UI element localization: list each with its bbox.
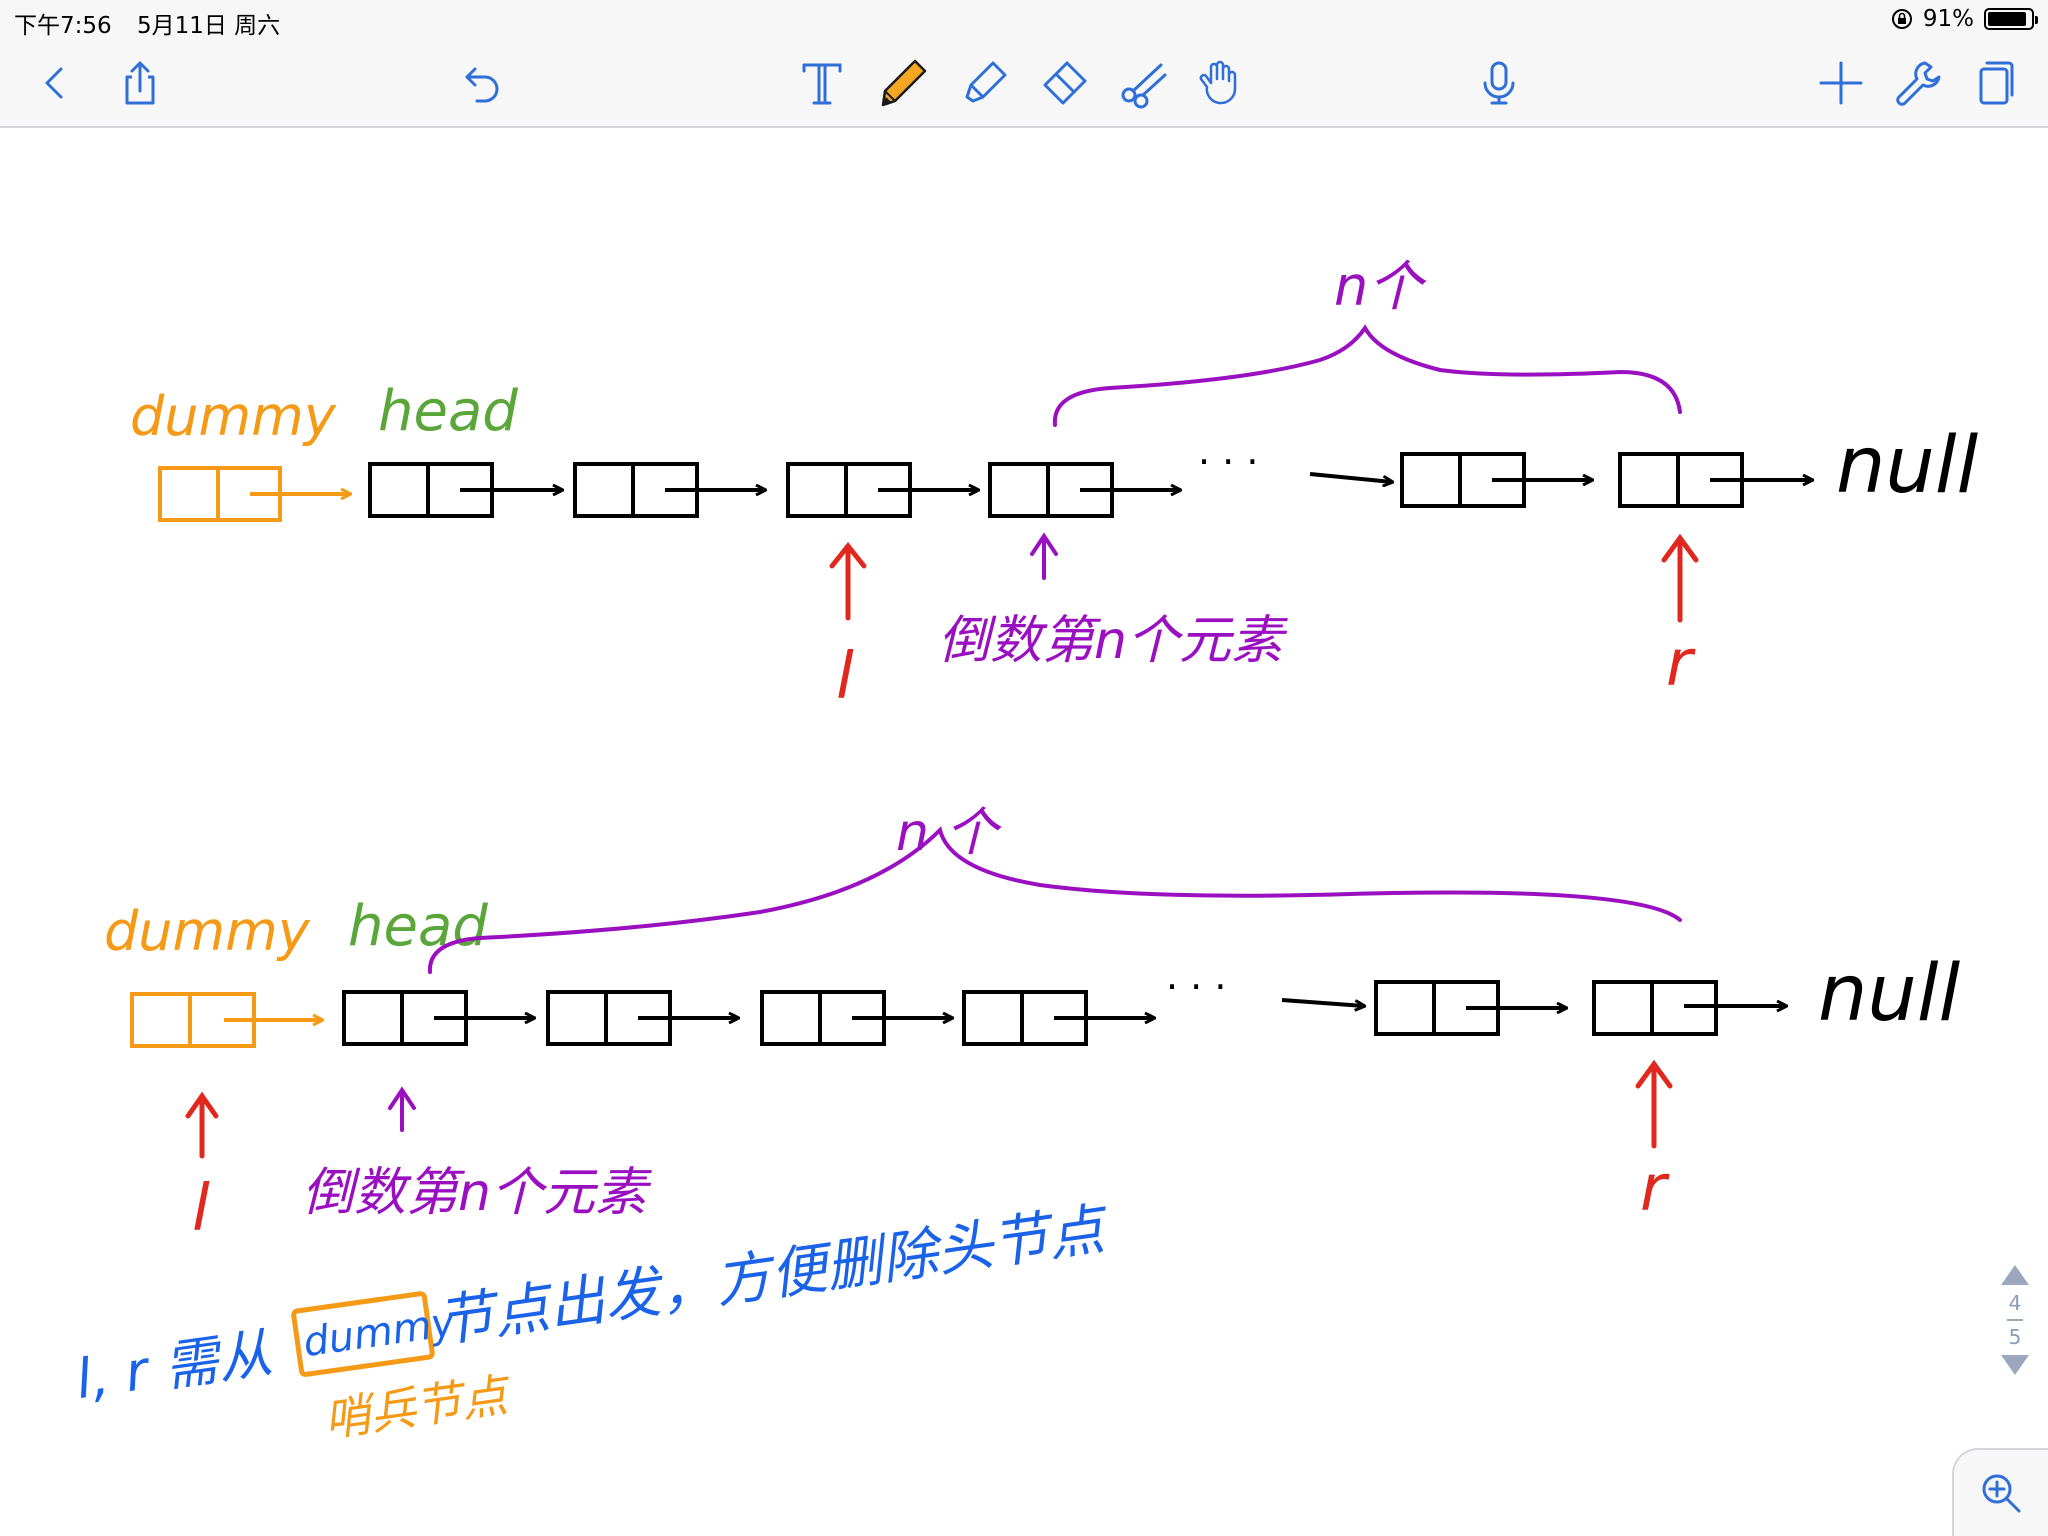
d2-l-pointer <box>185 1091 219 1159</box>
d1-dummy-node <box>158 466 350 522</box>
page-total: 5 <box>2008 1325 2022 1349</box>
status-time: 下午7:56 <box>14 13 112 39</box>
text-tool-icon <box>802 63 842 105</box>
d2-head-label: head <box>348 894 488 959</box>
eraser-tool-button[interactable] <box>1028 48 1098 118</box>
settings-button[interactable] <box>1882 48 1952 118</box>
page-down-icon[interactable] <box>2001 1355 2029 1375</box>
pages-icon <box>1979 61 2014 105</box>
scissors-tool-icon <box>1121 63 1167 109</box>
note: l, r 需从 dummy 节点出发，方便删除头节点 哨兵节点 <box>72 1196 1114 1447</box>
d2-null-label: null <box>1818 949 1961 1039</box>
zoom-button[interactable] <box>1952 1448 2048 1536</box>
hand-tool-button[interactable] <box>1184 48 1254 118</box>
d1-nth-label: 倒数第n个元素 <box>938 611 1288 671</box>
d2-nth-pointer <box>388 1086 416 1132</box>
battery-fill <box>1988 12 2027 26</box>
status-date: 5月11日 周六 <box>136 13 281 39</box>
d2-brace-label: n 个 <box>896 803 1002 863</box>
d2-r-pointer <box>1635 1059 1673 1149</box>
note-sub: 哨兵节点 <box>321 1367 516 1447</box>
d1-head-label: head <box>378 379 518 444</box>
page-navigator: 4 5 <box>1996 1265 2034 1405</box>
d1-brace-label: n个 <box>1334 255 1427 318</box>
battery-percent: 91% <box>1922 6 1974 32</box>
d1-ellipsis: · · · <box>1198 440 1258 484</box>
undo-icon <box>465 67 499 103</box>
d2-list-nodes <box>342 980 1786 1046</box>
diagram-2: dummy head · · · null n 个 l <box>104 803 1961 1246</box>
d1-l-label: l <box>836 640 854 714</box>
battery-icon <box>1984 8 2038 30</box>
undo-button[interactable] <box>448 48 518 118</box>
share-icon <box>125 61 155 105</box>
d1-brace <box>1052 324 1682 427</box>
highlighter-tool-icon <box>965 61 1007 103</box>
status-indicators: 91% <box>1891 6 2038 32</box>
page-separator <box>2007 1319 2023 1321</box>
page-current: 4 <box>2008 1291 2022 1315</box>
toolbar <box>0 40 2048 128</box>
d2-brace <box>427 826 1682 974</box>
status-time-date: 下午7:56 5月11日 周六 <box>14 6 298 40</box>
settings-wrench-icon <box>1896 61 1941 106</box>
d2-nth-label: 倒数第n个元素 <box>302 1163 652 1223</box>
d1-dummy-label: dummy <box>130 385 337 448</box>
text-tool-button[interactable] <box>787 48 857 118</box>
d1-r-pointer <box>1661 533 1699 623</box>
d2-r-label: r <box>1640 1152 1670 1226</box>
d2-ellipsis: · · · <box>1166 965 1226 1009</box>
status-bar: 下午7:56 5月11日 周六 91% <box>0 0 2048 40</box>
hand-tool-icon <box>1199 60 1237 105</box>
scissors-tool-button[interactable] <box>1108 48 1178 118</box>
d2-l-label: l <box>192 1172 210 1246</box>
note-highlight-box <box>291 1291 435 1377</box>
d1-r-label: r <box>1666 627 1696 701</box>
back-button[interactable] <box>20 48 90 118</box>
page-up-icon[interactable] <box>2001 1265 2029 1285</box>
d2-dummy-node <box>130 992 322 1048</box>
pencil-tool-button[interactable] <box>868 48 938 118</box>
note-prefix: l, r 需从 <box>72 1321 276 1411</box>
share-button[interactable] <box>105 48 175 118</box>
eraser-tool-icon <box>1043 61 1087 105</box>
d1-list-nodes <box>368 452 1812 518</box>
d1-null-label: null <box>1836 421 1979 511</box>
d2-dummy-label: dummy <box>104 900 311 963</box>
pencil-tool-icon <box>881 59 927 107</box>
add-button[interactable] <box>1806 48 1876 118</box>
d1-l-pointer <box>829 541 867 621</box>
add-icon <box>1819 61 1863 105</box>
note-canvas[interactable]: dummy head · · · null n个 l <box>0 130 2048 1536</box>
rotation-lock-icon <box>1891 9 1912 29</box>
back-icon <box>45 67 63 99</box>
d1-nth-pointer <box>1030 532 1058 580</box>
microphone-button[interactable] <box>1464 48 1534 118</box>
zoom-in-icon <box>1982 1474 2021 1513</box>
diagram-1: dummy head · · · null n个 l <box>130 255 1979 714</box>
highlighter-tool-button[interactable] <box>950 48 1020 118</box>
pages-button[interactable] <box>1960 48 2030 118</box>
handwritten-drawing: dummy head · · · null n个 l <box>72 255 1979 1447</box>
microphone-icon <box>1483 61 1515 105</box>
